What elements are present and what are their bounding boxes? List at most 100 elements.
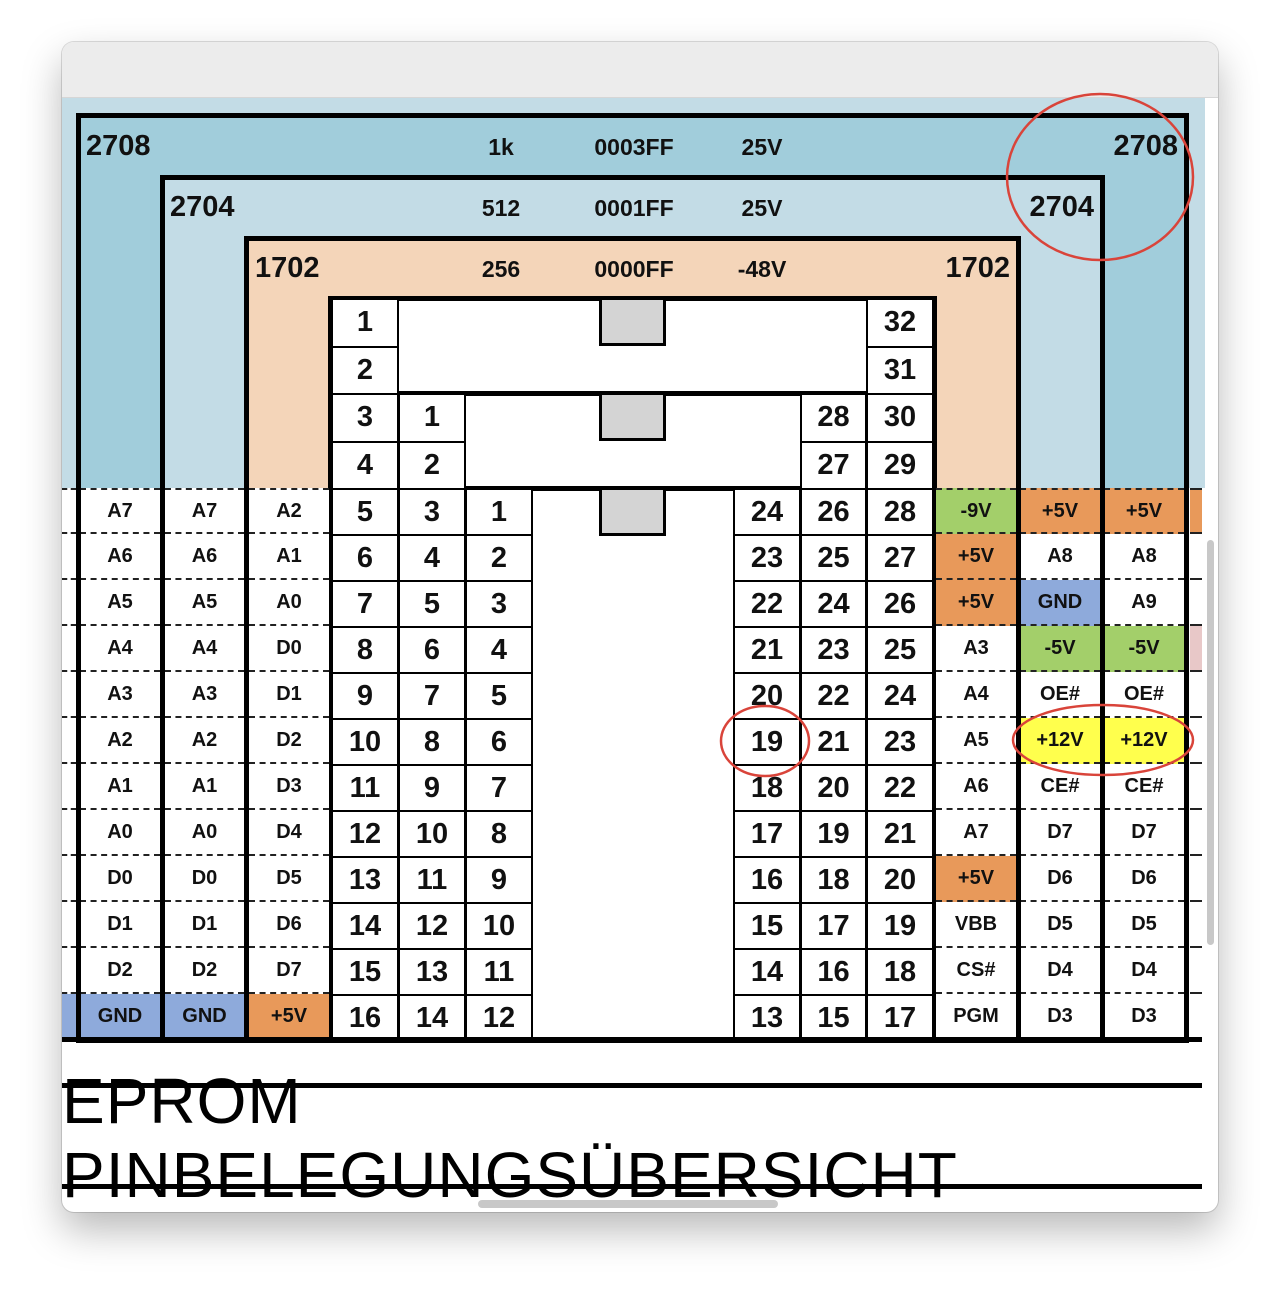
pin-label-right-2708: D5 — [1104, 902, 1184, 948]
pin-label-right-1702: +5V — [936, 534, 1016, 580]
pin-number: 2 — [398, 440, 466, 490]
chip-address-range: 0000FF — [594, 256, 674, 282]
pin-number: 19 — [866, 902, 934, 950]
pin-label-right-2708: +5V — [1104, 488, 1184, 534]
pin-label-left-1702: A0 — [249, 580, 329, 626]
pin-number: 4 — [465, 626, 533, 674]
pin-label-left-2708: D1 — [80, 902, 160, 948]
chip-name-right: 2704 — [1029, 191, 1094, 223]
pin-number: 14 — [733, 948, 801, 996]
pin-number: 29 — [866, 440, 934, 490]
chip-prog-voltage: 25V — [741, 195, 783, 221]
pin-number: 21 — [800, 718, 867, 766]
pin-label-right-2704: D7 — [1020, 810, 1100, 856]
pin-number: 20 — [866, 856, 934, 904]
pin-label-right-2708: D7 — [1104, 810, 1184, 856]
pin-label-left-1702: D7 — [249, 948, 329, 994]
pin-label-left-2704: A1 — [165, 764, 244, 810]
outer-column-cell — [1190, 810, 1202, 856]
pin-label-right-2704: D3 — [1020, 994, 1100, 1040]
pin-label-right-1702: +5V — [936, 856, 1016, 902]
chip-name-right: 2708 — [1113, 130, 1178, 162]
pin-number: 9 — [331, 672, 399, 720]
pin-number: 6 — [331, 534, 399, 582]
pin-label-right-1702: VBB — [936, 902, 1016, 948]
pin-label-right-2708: -5V — [1104, 626, 1184, 672]
pin-label-right-2704: +5V — [1020, 488, 1100, 534]
outer-column-cell — [62, 902, 76, 948]
pin-label-right-2704: D5 — [1020, 902, 1100, 948]
pin-label-left-2704: A0 — [165, 810, 244, 856]
pin-label-right-2708: A8 — [1104, 534, 1184, 580]
pin-number: 7 — [398, 672, 466, 720]
pin-number: 9 — [465, 856, 533, 904]
pin-number: 21 — [866, 810, 934, 858]
pin-number: 6 — [398, 626, 466, 674]
outer-column-cell — [62, 534, 76, 580]
pin-label-left-2708: A1 — [80, 764, 160, 810]
pin-number: 3 — [465, 580, 533, 628]
pin-number: 13 — [733, 994, 801, 1042]
column-divider — [1184, 488, 1189, 1040]
pin-label-left-1702: D0 — [249, 626, 329, 672]
column-divider — [160, 488, 165, 1040]
outer-column-cell — [1190, 994, 1202, 1040]
column-divider — [1016, 488, 1021, 1040]
column-divider — [1100, 488, 1105, 1040]
pin-number: 24 — [866, 672, 934, 720]
pin-number: 25 — [800, 534, 867, 582]
chip-notch — [599, 490, 666, 536]
pin-label-left-1702: D6 — [249, 902, 329, 948]
chip-notch — [599, 395, 666, 441]
pin-label-right-2704: OE# — [1020, 672, 1100, 718]
pin-label-left-2704: A6 — [165, 534, 244, 580]
pin-number: 23 — [733, 534, 801, 582]
pin-label-right-2704: CE# — [1020, 764, 1100, 810]
horizontal-scrollbar[interactable] — [478, 1200, 778, 1208]
pin-number: 31 — [866, 345, 934, 395]
pin-label-left-2704: A3 — [165, 672, 244, 718]
outer-column-cell — [62, 764, 76, 810]
pin-number: 3 — [331, 393, 399, 443]
pin-number: 12 — [331, 810, 399, 858]
pin-number: 2 — [331, 345, 399, 395]
divider — [62, 1184, 1202, 1189]
pin-number: 16 — [800, 948, 867, 996]
page-title: EPROM PINBELEGUNGSÜBERSICHT — [62, 1064, 958, 1211]
pin-number: 24 — [800, 580, 867, 628]
pin-number: 11 — [465, 948, 533, 996]
pin-label-left-2704: D0 — [165, 856, 244, 902]
pin-label-right-1702: A3 — [936, 626, 1016, 672]
outer-column-cell — [1190, 948, 1202, 994]
outer-column-cell — [1190, 626, 1202, 672]
pin-label-right-2708: +12V — [1104, 718, 1184, 764]
pin-label-left-1702: +5V — [249, 994, 329, 1040]
pin-label-left-2708: A7 — [80, 488, 160, 534]
pin-label-right-2708: D3 — [1104, 994, 1184, 1040]
window-titlebar[interactable] — [62, 42, 1218, 98]
pin-number: 6 — [465, 718, 533, 766]
pin-number: 3 — [398, 488, 466, 536]
chip-name-left: 1702 — [255, 252, 320, 284]
pin-number: 20 — [800, 764, 867, 812]
pin-number: 7 — [465, 764, 533, 812]
pin-number: 17 — [800, 902, 867, 950]
pin-label-left-2708: A5 — [80, 580, 160, 626]
pin-number: 8 — [331, 626, 399, 674]
outer-column-cell — [1190, 856, 1202, 902]
pin-label-right-1702: A6 — [936, 764, 1016, 810]
pin-number: 20 — [733, 672, 801, 720]
pin-label-right-2708: D4 — [1104, 948, 1184, 994]
chip-size: 1k — [488, 134, 514, 160]
pin-label-left-2704: D1 — [165, 902, 244, 948]
pin-number: 12 — [465, 994, 533, 1042]
pin-number: 10 — [331, 718, 399, 766]
vertical-scrollbar[interactable] — [1207, 540, 1214, 945]
pin-label-left-1702: A2 — [249, 488, 329, 534]
pin-number: 16 — [331, 994, 399, 1042]
outer-column-cell — [62, 580, 76, 626]
pin-label-left-1702: D5 — [249, 856, 329, 902]
pin-label-left-1702: A1 — [249, 534, 329, 580]
chip-size: 512 — [481, 195, 521, 221]
pin-label-left-2708: A0 — [80, 810, 160, 856]
